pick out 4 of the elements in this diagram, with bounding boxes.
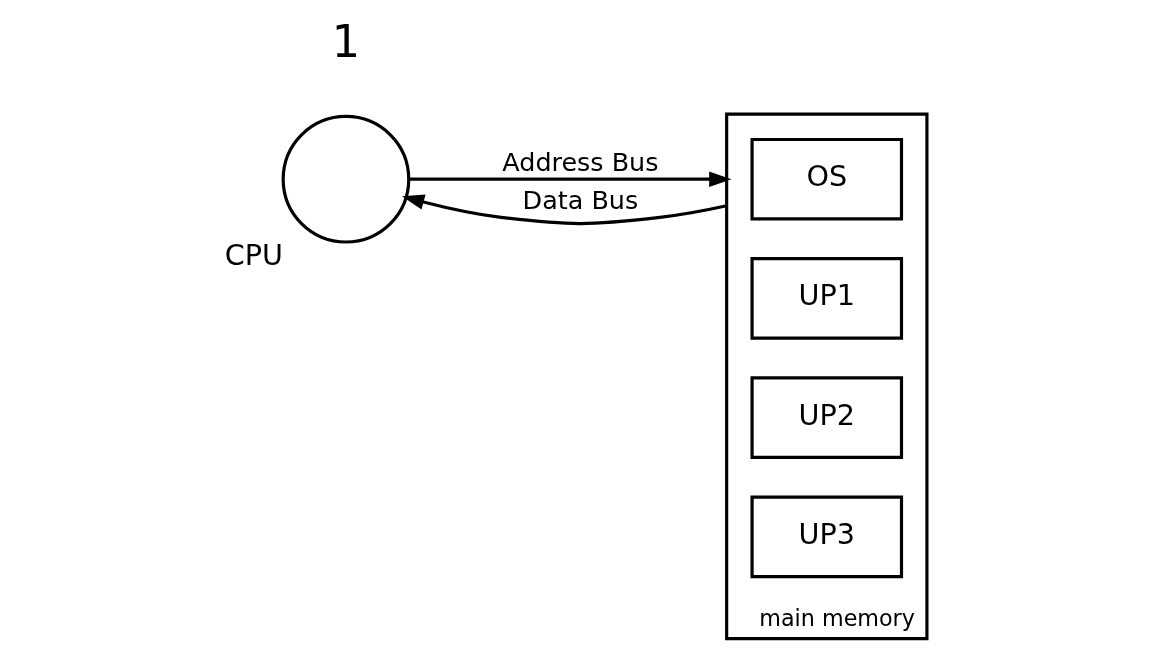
label: 1 — [331, 15, 360, 67]
edge-label: Data Bus — [522, 185, 638, 216]
edge-label: Address Bus — [501, 146, 658, 177]
node-label: CPU — [224, 237, 283, 272]
